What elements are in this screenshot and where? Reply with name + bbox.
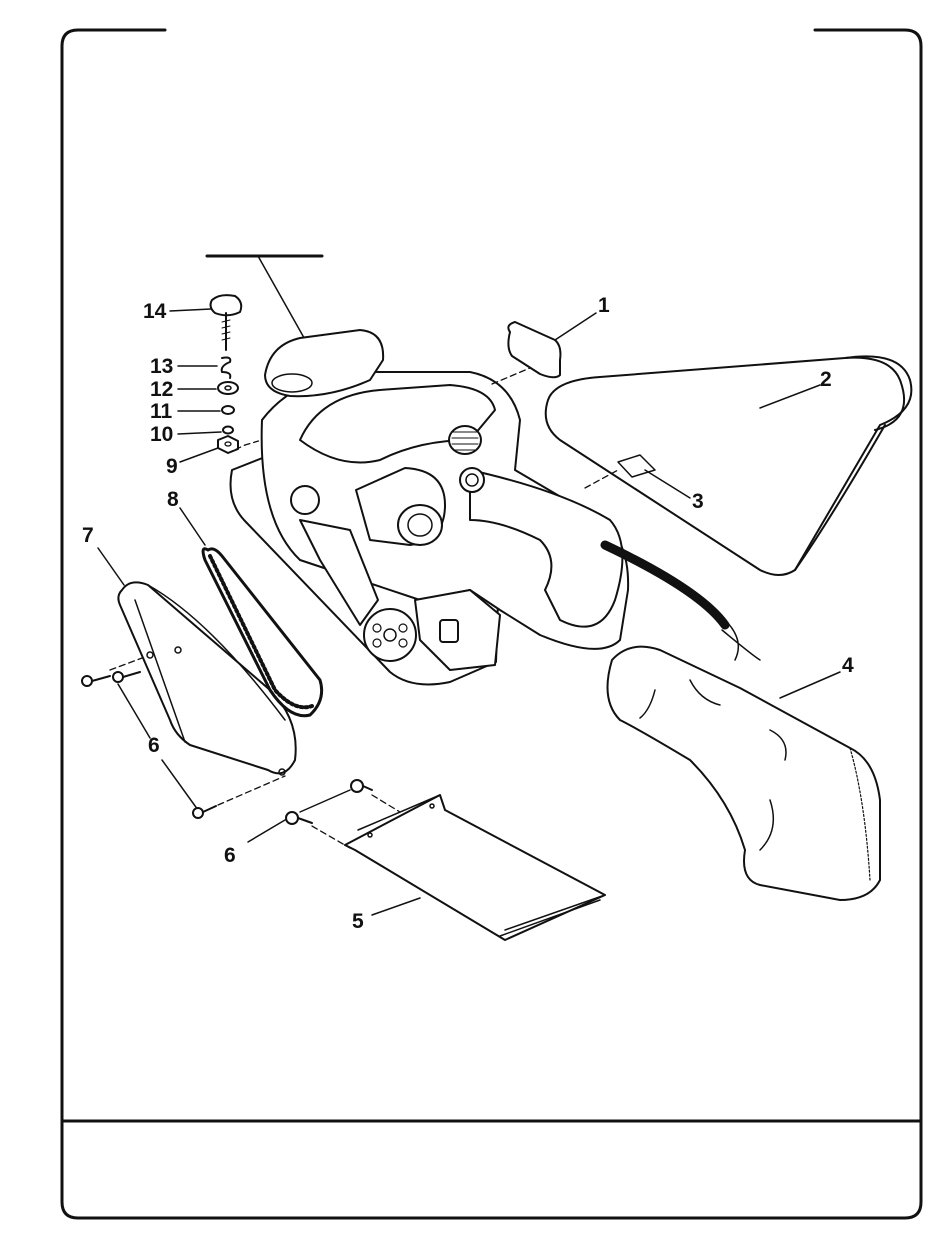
- screw-d: [286, 812, 312, 824]
- callout-7: 7: [82, 524, 94, 547]
- part-13-spring: 13: [150, 355, 230, 378]
- callout-12: 12: [150, 378, 173, 401]
- screw-b: [113, 672, 140, 682]
- callout-14: 14: [143, 300, 167, 323]
- part-5-shield-plate: 5: [345, 795, 605, 940]
- callout-13: 13: [150, 355, 173, 378]
- callout-8: 8: [167, 488, 179, 511]
- callout-9: 9: [166, 455, 178, 478]
- part-12-washer: 12: [150, 378, 238, 401]
- callout-11: 11: [150, 400, 173, 423]
- callout-1: 1: [598, 294, 610, 317]
- callout-10: 10: [150, 423, 173, 446]
- callout-6a: 6: [148, 734, 160, 757]
- part-11-lock-washer: 11: [150, 400, 234, 423]
- screw-e: [351, 780, 372, 792]
- part-4-dust-bag: 4: [608, 647, 881, 900]
- screw-c: [193, 806, 216, 818]
- callout-2: 2: [820, 368, 832, 391]
- part-14-knob-screw: 14: [143, 295, 241, 350]
- screw-a: [82, 676, 110, 686]
- callout-6b: 6: [224, 844, 236, 867]
- knob-assembly-parts: 14 13 12 11 10: [143, 295, 262, 478]
- callout-5: 5: [352, 910, 364, 933]
- part-1-label-plate: 1: [492, 294, 610, 384]
- callout-3: 3: [692, 490, 704, 513]
- callout-4: 4: [842, 654, 854, 677]
